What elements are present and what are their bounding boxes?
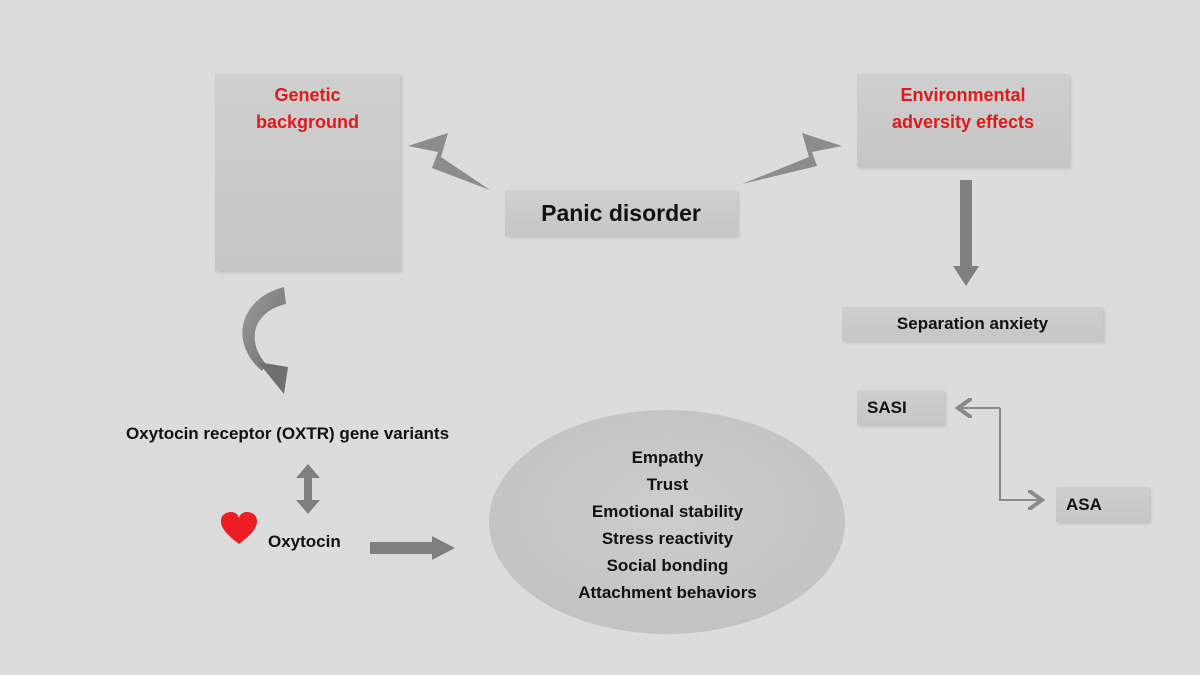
sasi-label: SASI — [867, 397, 907, 417]
effect-emotional-stability: Emotional stability — [591, 502, 744, 521]
separation-anxiety-label: Separation anxiety — [896, 314, 1049, 333]
lightning-bolt-left-icon — [408, 133, 490, 190]
effects-list: Empathy Trust Emotional stability Stress… — [520, 444, 815, 606]
environmental-adversity-title: Environmental adversity effects — [857, 82, 1069, 136]
effect-empathy: Empathy — [631, 448, 704, 467]
environmental-title-line1: Environmental — [900, 85, 1026, 105]
heart-icon — [221, 512, 257, 544]
double-arrow-icon — [296, 464, 320, 514]
effects-ellipse — [489, 410, 845, 634]
right-arrow-icon — [370, 536, 455, 560]
panic-disorder-box: Panic disorder — [505, 190, 737, 236]
separation-anxiety-box: Separation anxiety — [842, 307, 1103, 341]
panic-disorder-label: Panic disorder — [541, 199, 701, 226]
oxtr-gene-variants-label: Oxytocin receptor (OXTR) gene variants — [125, 424, 450, 443]
lightning-bolt-right-icon — [742, 133, 842, 184]
curved-arrow-icon — [242, 287, 288, 394]
environmental-adversity-box: Environmental adversity effects — [857, 74, 1069, 167]
asa-label: ASA — [1066, 494, 1102, 514]
effect-trust: Trust — [646, 475, 689, 494]
genetic-title-line1: Genetic — [274, 85, 341, 105]
oxytocin-label: Oxytocin — [268, 532, 341, 551]
effect-stress-reactivity: Stress reactivity — [601, 529, 734, 548]
down-arrow-icon — [953, 180, 979, 286]
asa-box: ASA — [1056, 487, 1149, 522]
genetic-background-box: Genetic background — [215, 74, 400, 271]
effect-social-bonding: Social bonding — [606, 556, 729, 575]
genetic-title-line2: background — [255, 112, 359, 132]
environmental-title-line2: adversity effects — [891, 112, 1035, 132]
sasi-box: SASI — [857, 390, 944, 425]
sasi-asa-connector — [960, 408, 1040, 500]
effect-attachment-behaviors: Attachment behaviors — [578, 583, 757, 602]
genetic-background-title: Genetic background — [215, 82, 400, 136]
